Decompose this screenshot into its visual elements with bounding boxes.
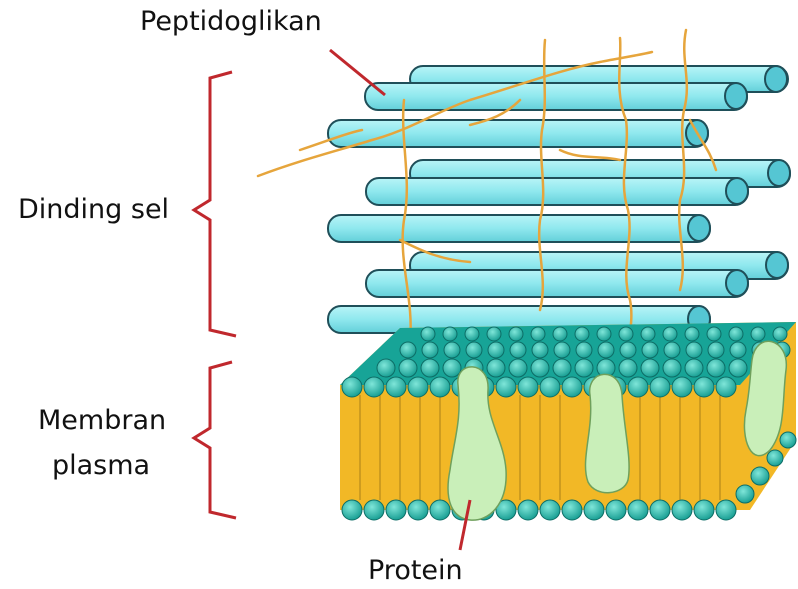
rod — [366, 270, 748, 297]
peptidoglycan-layers — [328, 66, 790, 333]
rod — [328, 215, 710, 242]
plasma-membrane-label-line1: Membran — [38, 404, 166, 438]
rod — [328, 120, 708, 147]
peptidoglycan-label: Peptidoglikan — [140, 5, 322, 39]
peptidoglycan-pointer — [330, 50, 385, 95]
brackets — [194, 72, 236, 518]
plasma-membrane-label-line2: plasma — [52, 449, 150, 483]
rod — [365, 83, 747, 110]
rod — [366, 178, 748, 205]
plasma-membrane — [340, 322, 796, 520]
cell-wall-bracket — [194, 72, 236, 336]
protein-label: Protein — [368, 554, 463, 588]
membrane-bracket — [194, 362, 236, 518]
cell-wall-label: Dinding sel — [18, 193, 169, 227]
